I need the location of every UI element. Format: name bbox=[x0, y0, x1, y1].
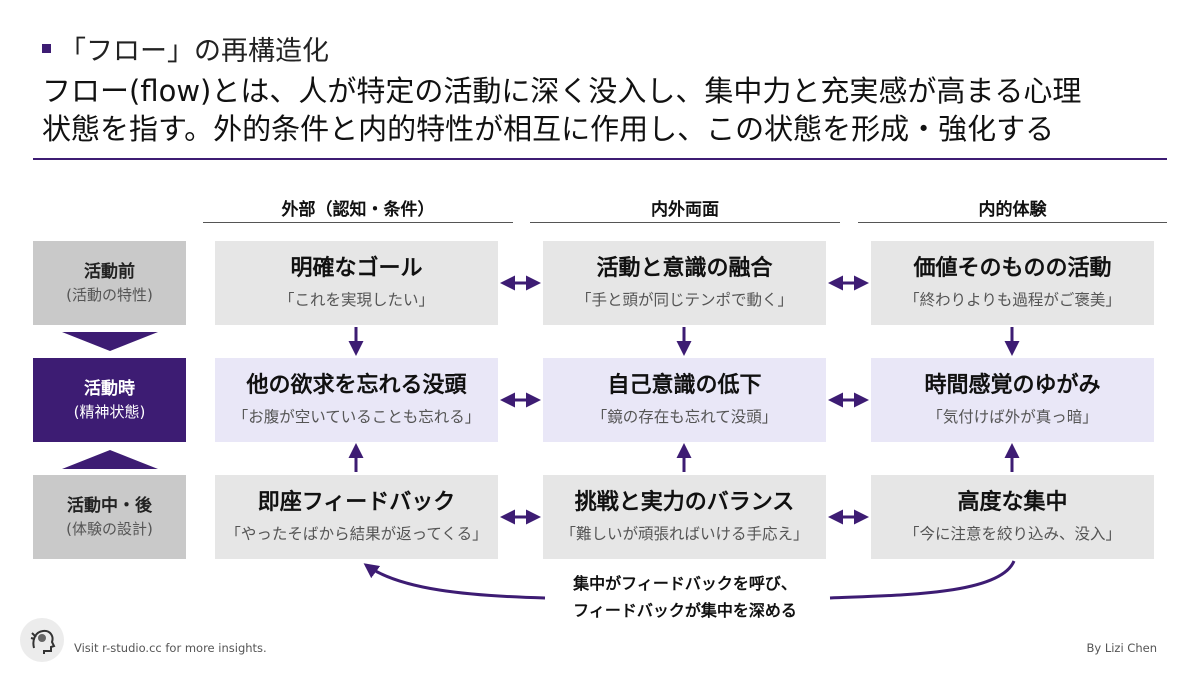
cell-title: 高度な集中 bbox=[957, 490, 1068, 515]
cell-deep-concentration: 高度な集中 「今に注意を絞り込み、没入」 bbox=[871, 475, 1154, 559]
cell-quote: 「難しいが頑張ればいける手応え」 bbox=[560, 525, 809, 543]
cell-quote: 「お腹が空いていることも忘れる」 bbox=[232, 408, 481, 426]
subtitle-line-1: フロー(flow)とは、人が特定の活動に深く没入し、集中力と充実感が高まる心理 bbox=[42, 74, 1082, 108]
row-label-main: 活動時 bbox=[84, 379, 135, 399]
footer-author-text: By Lizi Chen bbox=[1086, 641, 1157, 655]
triangle-up-icon bbox=[62, 450, 158, 469]
row-label-main: 活動前 bbox=[84, 262, 135, 282]
footer-website-text: Visit r-studio.cc for more insights. bbox=[74, 641, 267, 655]
cell-title: 価値そのものの活動 bbox=[913, 256, 1112, 281]
curved-feedback-arrow-icon bbox=[363, 563, 546, 600]
column-header-internal: 内的体験 bbox=[858, 193, 1167, 223]
row-label-sub: (精神状態) bbox=[73, 403, 146, 421]
cell-title: 活動と意識の融合 bbox=[596, 256, 773, 281]
title-text: 「フロー」の再構造化 bbox=[59, 35, 329, 67]
row-label-sub: (活動の特性) bbox=[66, 286, 153, 304]
cell-title: 他の欲求を忘れる没頭 bbox=[246, 373, 467, 398]
feedback-note-line-2: フィードバックが集中を深める bbox=[573, 601, 797, 620]
cell-quote: 「やったそばから結果が返ってくる」 bbox=[225, 525, 488, 543]
column-header-both: 内外両面 bbox=[530, 193, 840, 223]
subtitle-line-2: 状態を指す。外的条件と内的特性が相互に作用し、この状態を形成・強化する bbox=[42, 112, 1055, 146]
cell-quote: 「気付けば外が真っ暗」 bbox=[927, 408, 1098, 426]
cell-quote: 「手と頭が同じテンポで動く」 bbox=[575, 291, 793, 309]
row-label-sub: (体験の設計) bbox=[66, 520, 153, 538]
title-bullet-icon bbox=[42, 43, 51, 53]
slide-subtitle: フロー(flow)とは、人が特定の活動に深く没入し、集中力と充実感が高まる心理 … bbox=[42, 72, 1172, 148]
cell-action-awareness-merge: 活動と意識の融合 「手と頭が同じテンポで動く」 bbox=[543, 241, 826, 325]
cell-title: 挑戦と実力のバランス bbox=[574, 490, 795, 515]
cell-autotelic-activity: 価値そのものの活動 「終わりよりも過程がご褒美」 bbox=[871, 241, 1154, 325]
row-label-before: 活動前 (活動の特性) bbox=[33, 241, 186, 325]
triangle-down-icon bbox=[62, 332, 158, 351]
feedback-note-line-1: 集中がフィードバックを呼び、 bbox=[573, 574, 797, 593]
cell-title: 時間感覚のゆがみ bbox=[924, 373, 1101, 398]
cell-loss-of-self-consciousness: 自己意識の低下 「鏡の存在も忘れて没頭」 bbox=[543, 358, 826, 442]
cell-quote: 「今に注意を絞り込み、没入」 bbox=[903, 525, 1121, 543]
cell-clear-goal: 明確なゴール 「これを実現したい」 bbox=[215, 241, 498, 325]
brain-head-logo-icon bbox=[20, 618, 64, 662]
row-label-after: 活動中・後 (体験の設計) bbox=[33, 475, 186, 559]
cell-quote: 「これを実現したい」 bbox=[278, 291, 434, 309]
header-divider bbox=[33, 158, 1167, 160]
feedback-loop-note: 集中がフィードバックを呼び、 フィードバックが集中を深める bbox=[530, 570, 840, 624]
cell-title: 明確なゴール bbox=[290, 256, 423, 281]
cell-quote: 「鏡の存在も忘れて没頭」 bbox=[591, 408, 778, 426]
cell-quote: 「終わりよりも過程がご褒美」 bbox=[904, 291, 1121, 309]
cell-title: 自己意識の低下 bbox=[607, 373, 762, 398]
curved-feedback-arrow-icon bbox=[829, 560, 1016, 600]
cell-immediate-feedback: 即座フィードバック 「やったそばから結果が返ってくる」 bbox=[215, 475, 498, 559]
row-label-main: 活動中・後 bbox=[67, 496, 152, 516]
slide-title: 「フロー」の再構造化 bbox=[42, 30, 329, 67]
cell-title: 即座フィードバック bbox=[257, 490, 456, 515]
cell-time-distortion: 時間感覚のゆがみ 「気付けば外が真っ暗」 bbox=[871, 358, 1154, 442]
column-header-external: 外部（認知・条件） bbox=[203, 193, 513, 223]
row-label-during: 活動時 (精神状態) bbox=[33, 358, 186, 442]
cell-challenge-skill-balance: 挑戦と実力のバランス 「難しいが頑張ればいける手応え」 bbox=[543, 475, 826, 559]
cell-absorption: 他の欲求を忘れる没頭 「お腹が空いていることも忘れる」 bbox=[215, 358, 498, 442]
